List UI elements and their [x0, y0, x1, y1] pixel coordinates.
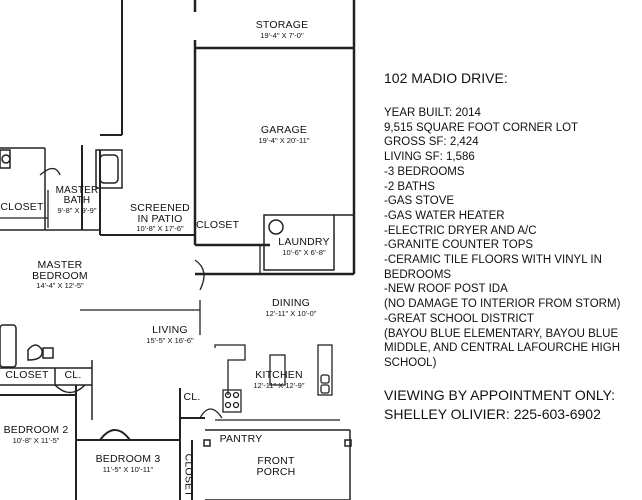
- room-dimensions: 12'-11" X 10'-0": [265, 308, 317, 318]
- room-kitchen: KITCHEN 12'-11" X 12'-9": [246, 370, 312, 389]
- room-dimensions: 10'-6" X 6'-8": [282, 247, 326, 257]
- detail-line: (BAYOU BLUE ELEMENTARY, BAYOU BLUE: [384, 327, 619, 340]
- room-name: CLOSET: [196, 219, 240, 231]
- room-cl-bedroom3: CL.: [181, 392, 203, 403]
- viewing-note: VIEWING BY APPOINTMENT ONLY:: [384, 387, 616, 403]
- room-front-porch: FRONT PORCH: [244, 456, 308, 477]
- room-closet-bath: CLOSET: [2, 370, 52, 381]
- room-name: LAUNDRY: [278, 236, 330, 248]
- room-dimensions: 11'-5" X 10'-11": [102, 464, 154, 474]
- room-dimensions: 9'-8" X 9'-9": [57, 206, 97, 215]
- floor-plan-walls: [0, 0, 356, 500]
- room-pantry: PANTRY: [218, 434, 264, 445]
- room-closet-bedroom3: CLOSET: [182, 452, 195, 498]
- room-master-bath: MASTER BATH 9'-8" X 9'-9": [52, 186, 102, 215]
- room-dining: DINING 12'-11" X 10'-0": [255, 298, 327, 317]
- listing-address: 102 MADIO DRIVE:: [384, 70, 508, 86]
- room-dimensions: 15'-5" X 16'-6": [146, 335, 194, 345]
- room-garage: GARAGE 19'-4" X 20'-11": [234, 125, 334, 144]
- room-name: BEDROOM 2: [3, 424, 69, 436]
- room-name: MASTER BATH: [55, 185, 99, 206]
- room-dimensions: 14'-4" X 12'-5": [36, 281, 84, 290]
- room-name: DINING: [272, 297, 310, 309]
- room-closet-garage: CLOSET: [196, 219, 240, 231]
- detail-line: MIDDLE, AND CENTRAL LAFOURCHE HIGH: [384, 342, 620, 355]
- room-closet-master: CLOSET: [0, 202, 44, 213]
- contact-line: SHELLEY OLIVIER: 225-603-6902: [384, 406, 601, 422]
- room-screened-patio: SCREENED IN PATIO 10'-8" X 17'-6": [126, 203, 194, 233]
- room-name: CL.: [64, 369, 82, 381]
- room-bedroom3: BEDROOM 3 11'-5" X 10'-11": [90, 454, 166, 473]
- viewing-info: VIEWING BY APPOINTMENT ONLY: SHELLEY OLI…: [384, 386, 615, 424]
- room-dimensions: 19'-4" X 7'-0": [260, 30, 304, 40]
- detail-line: -NEW ROOF POST IDA: [384, 283, 508, 296]
- room-name: CL.: [183, 391, 201, 403]
- room-dimensions: 12'-11" X 12'-9": [253, 380, 305, 390]
- detail-line: SCHOOL): [384, 356, 437, 369]
- room-name: BEDROOM 3: [95, 453, 161, 465]
- detail-line: LIVING SF: 1,586: [384, 151, 475, 164]
- detail-line: 9,515 SQUARE FOOT CORNER LOT: [384, 121, 579, 134]
- detail-line: -CERAMIC TILE FLOORS WITH VINYL IN: [384, 254, 602, 267]
- room-name: CLOSET: [5, 369, 49, 381]
- detail-line: -ELECTRIC DRYER AND A/C: [384, 224, 537, 237]
- room-name: CLOSET: [182, 453, 195, 497]
- detail-line: BEDROOMS: [384, 268, 452, 281]
- room-name: MASTER BEDROOM: [32, 259, 88, 282]
- room-master-bedroom: MASTER BEDROOM 14'-4" X 12'-5": [20, 260, 100, 290]
- room-name: LIVING: [152, 324, 188, 336]
- detail-line: GROSS SF: 2,424: [384, 136, 479, 149]
- detail-line: YEAR BUILT: 2014: [384, 107, 481, 119]
- room-dimensions: 19'-4" X 20'-11": [258, 135, 310, 145]
- room-cl-bath: CL.: [60, 370, 86, 381]
- room-name: FRONT PORCH: [256, 455, 296, 478]
- room-dimensions: 10'-8" X 11'-5": [12, 435, 60, 445]
- detail-line: -GAS WATER HEATER: [384, 209, 505, 222]
- room-name: STORAGE: [255, 19, 309, 31]
- room-storage: STORAGE 19'-4" X 7'-0": [232, 20, 332, 39]
- room-name: PANTRY: [219, 433, 263, 445]
- room-laundry: LAUNDRY 10'-6" X 6'-8": [272, 237, 336, 256]
- detail-line: -GRANITE COUNTER TOPS: [384, 239, 534, 252]
- detail-line: -2 BATHS: [384, 180, 435, 193]
- detail-line: -GREAT SCHOOL DISTRICT: [384, 312, 534, 325]
- room-name: SCREENED IN PATIO: [130, 202, 190, 225]
- detail-line: -GAS STOVE: [384, 195, 455, 208]
- room-name: CLOSET: [0, 201, 44, 213]
- room-dimensions: 10'-8" X 17'-6": [136, 224, 184, 233]
- detail-line: (NO DAMAGE TO INTERIOR FROM STORM): [384, 298, 621, 311]
- listing-details: YEAR BUILT: 2014 9,515 SQUARE FOOT CORNE…: [384, 106, 620, 371]
- room-living: LIVING 15'-5" X 16'-6": [132, 325, 208, 344]
- room-name: GARAGE: [260, 124, 308, 136]
- room-bedroom2: BEDROOM 2 10'-8" X 11'-5": [2, 425, 70, 444]
- detail-line: -3 BEDROOMS: [384, 165, 465, 178]
- floor-plan: STORAGE 19'-4" X 7'-0" GARAGE 19'-4" X 2…: [0, 0, 356, 500]
- room-name: KITCHEN: [255, 369, 303, 381]
